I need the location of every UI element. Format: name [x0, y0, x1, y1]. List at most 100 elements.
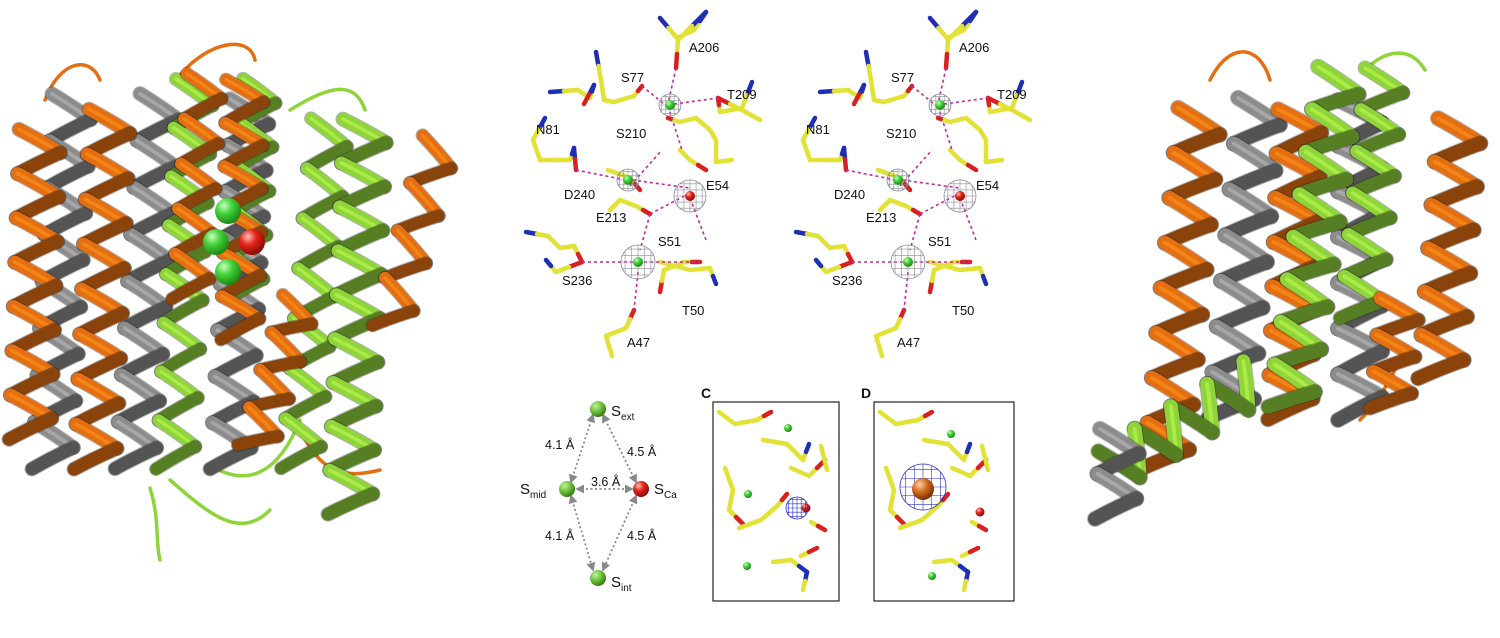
p-stick-2	[921, 437, 973, 463]
left-helix-orange-4	[214, 72, 271, 347]
panel-d-ion-ext	[947, 430, 955, 438]
residue-label-s210: S210	[616, 126, 646, 141]
left-ion-red	[239, 229, 265, 255]
panel-d	[873, 401, 1015, 602]
stick-s77b	[547, 82, 597, 107]
panel-c-ion-int	[743, 562, 751, 570]
panel-c-ion-mid	[744, 490, 752, 498]
left-helix-orange-2	[66, 101, 138, 477]
hbond-2	[911, 85, 935, 105]
hbond-1	[667, 67, 677, 105]
panel-d-mesh	[899, 463, 947, 511]
residue-label-a47: A47	[897, 335, 920, 350]
residue-label-t50: T50	[682, 303, 704, 318]
p-stick-4	[722, 465, 746, 527]
hbond-1	[937, 67, 947, 105]
stick-s236	[523, 229, 585, 275]
hbond-8	[689, 197, 707, 241]
right-helix-orange-4	[1362, 290, 1426, 416]
stick-s77	[593, 49, 645, 105]
stick-n81	[530, 115, 579, 173]
hbond-5	[575, 169, 627, 181]
ion-site-mid	[623, 175, 633, 185]
left-loop-lime	[148, 87, 367, 562]
stick-a206	[927, 9, 979, 71]
hbond-12	[903, 271, 909, 311]
right-helix-gray-1	[1200, 89, 1288, 426]
stick-a47	[603, 307, 637, 359]
hbond-12	[633, 271, 639, 311]
p-stick-1	[877, 409, 935, 427]
left-ion-green-3	[215, 259, 241, 285]
site-ca-label: SCa	[654, 481, 677, 501]
residue-label-a206: A206	[959, 40, 989, 55]
hbond-7	[919, 193, 959, 215]
hbond-6	[631, 179, 691, 189]
ion-site-mid	[893, 175, 903, 185]
arrow-ca-ext	[602, 413, 637, 484]
left-protein-cartoon	[1, 42, 459, 562]
ion-site-int	[903, 257, 913, 267]
stick-e54	[677, 147, 709, 173]
mesh-site-ca	[943, 179, 977, 213]
arrow-ca-int	[601, 494, 638, 572]
right-helix-orange-1	[1135, 99, 1228, 476]
panel-d-ion-int	[928, 572, 936, 580]
panel-d-ion-copper	[912, 478, 934, 500]
left-helix-orange-5	[230, 287, 319, 452]
site-ca-sphere	[633, 481, 649, 497]
left-helix-gray-2	[107, 86, 186, 477]
panel-c-ion-ext	[784, 424, 792, 432]
stick-s210	[935, 115, 1005, 165]
hbond-9	[629, 149, 663, 187]
residue-label-s210: S210	[886, 126, 916, 141]
stick-t209	[715, 79, 763, 123]
hbond-7	[649, 193, 689, 215]
left-helix-orange-1	[1, 121, 68, 447]
residue-label-s77: S77	[621, 70, 644, 85]
residue-label-d240: D240	[834, 187, 865, 202]
left-ion-green-2	[203, 229, 229, 255]
site-mid-label: Smid	[520, 481, 546, 501]
arrow-mid-ext	[568, 413, 596, 484]
panel-c	[712, 401, 840, 602]
p-stick-5	[736, 491, 790, 531]
p-stick-7	[959, 545, 981, 559]
hbond-13	[909, 213, 921, 251]
stick-s77b	[817, 82, 867, 107]
residue-label-e213: E213	[866, 210, 896, 225]
site-ext-label: Sext	[611, 403, 635, 423]
distance-ca-ext: 4.5 Å	[627, 444, 657, 459]
right-helix-orange-3	[1410, 110, 1489, 387]
hbond-9	[899, 149, 933, 187]
right-helix-gray-3	[1087, 420, 1147, 527]
hbond-2	[641, 85, 665, 105]
stick-a47	[873, 307, 907, 359]
residue-label-a206: A206	[689, 40, 719, 55]
ion-site-int	[633, 257, 643, 267]
hbond-8	[959, 197, 977, 241]
ion-site-ext	[935, 100, 945, 110]
site-int-sphere	[590, 570, 606, 586]
stick-e54	[947, 147, 979, 173]
mesh-site-int	[890, 244, 926, 280]
p-stick-5	[897, 491, 951, 531]
ion-site-ca	[685, 191, 695, 201]
residue-label-s236: S236	[562, 273, 592, 288]
panel-d-ion-ca	[975, 507, 985, 517]
stick-s51	[657, 259, 719, 287]
residue-label-t209: T209	[997, 87, 1027, 102]
panel-c-frame	[712, 401, 840, 602]
arrow-mid-int	[568, 494, 596, 572]
residue-label-a47: A47	[627, 335, 650, 350]
left-ion-green-1	[215, 198, 241, 224]
residue-label-s51: S51	[658, 234, 681, 249]
residue-label-s51: S51	[928, 234, 951, 249]
left-helix-orange-6	[365, 128, 459, 333]
distance-ca-int: 4.5 Å	[627, 528, 657, 543]
p-stick-2	[760, 437, 812, 463]
